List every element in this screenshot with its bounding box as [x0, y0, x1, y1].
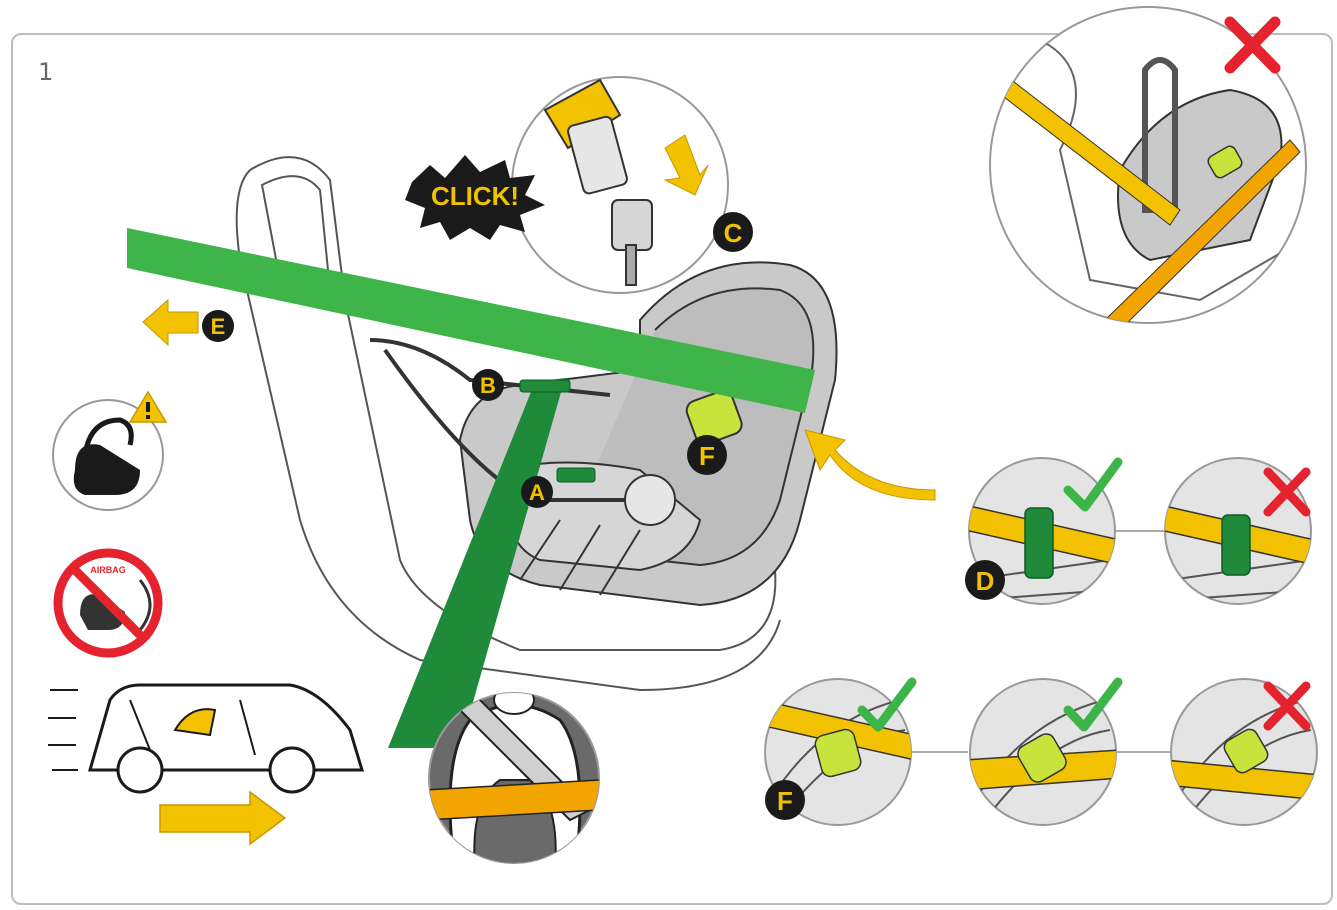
- svg-text:E: E: [211, 314, 226, 339]
- cross-icon: [1263, 467, 1311, 517]
- svg-text:D: D: [976, 566, 995, 596]
- belt-guide-a: [556, 467, 596, 483]
- svg-text:C: C: [724, 218, 743, 248]
- arrow-right-icon: [159, 790, 287, 846]
- indicator-detail-f-correct-1: [764, 677, 917, 826]
- svg-text:CLICK!: CLICK!: [431, 181, 519, 211]
- callout-f-detail: F: [765, 780, 805, 820]
- arrow-left-icon: [142, 298, 199, 347]
- tension-indicator: [685, 389, 743, 446]
- no-airbag-icon: AIRBAG: [53, 548, 163, 658]
- belt-guide-detail-d-correct: [968, 457, 1123, 605]
- check-icon: [1063, 457, 1123, 512]
- svg-text:AIRBAG: AIRBAG: [90, 565, 126, 575]
- svg-text:B: B: [480, 373, 496, 398]
- curved-arrow-icon: [804, 429, 936, 501]
- callout-b: B: [472, 369, 504, 401]
- hip-belt-detail: [428, 692, 600, 864]
- incorrect-installation-detail: [989, 6, 1307, 324]
- shoulder-belt: [127, 228, 815, 413]
- svg-text:F: F: [777, 786, 793, 816]
- belt-guide-detail-d-incorrect: [1164, 457, 1312, 605]
- callout-e: E: [202, 310, 234, 342]
- check-icon: [1063, 677, 1123, 732]
- buckle-click-detail: [511, 76, 729, 294]
- warning-icon: [128, 390, 168, 423]
- callout-f-main: F: [687, 435, 727, 475]
- infant-carrier-icon: [52, 399, 164, 511]
- instruction-frame: [11, 33, 1333, 905]
- car-icon: [48, 683, 365, 794]
- check-icon: [857, 677, 917, 732]
- indicator-detail-f-correct-2: [969, 677, 1123, 826]
- cross-icon: [1224, 16, 1281, 74]
- arrow-down-icon: [663, 134, 709, 196]
- callout-a: A: [521, 476, 553, 508]
- belt-guide-b: [519, 379, 571, 393]
- callout-d: D: [965, 560, 1005, 600]
- indicator-detail-f-incorrect: [1170, 678, 1318, 826]
- svg-text:F: F: [699, 441, 715, 471]
- svg-text:A: A: [529, 480, 545, 505]
- step-number: 1: [38, 58, 54, 86]
- callout-c: C: [713, 212, 753, 252]
- cross-icon: [1263, 681, 1311, 731]
- lap-belt: [388, 378, 565, 748]
- click-burst: CLICK!: [405, 155, 545, 240]
